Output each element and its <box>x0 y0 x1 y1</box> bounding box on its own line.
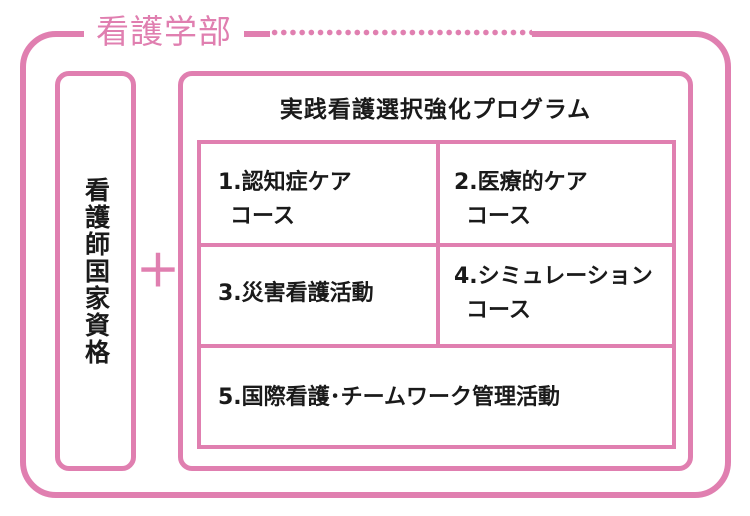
course-2-line2: コース <box>466 204 531 229</box>
course-cell-5: 5.国際看護･チームワーク管理活動 <box>218 381 560 415</box>
course-cell-4: 4.シミュレーション コース <box>454 260 653 328</box>
course-5-line1: 5.国際看護･チームワーク管理活動 <box>218 385 561 410</box>
faculty-title: 看護学部 <box>84 10 244 54</box>
course-cell-1: 1.認知症ケア コース <box>218 166 352 234</box>
course-3-line1: 3.災害看護活動 <box>218 281 374 306</box>
course-grid: 1.認知症ケア コース 2.医療的ケア コース 3.災害看護活動 4.シミュレー… <box>197 140 676 449</box>
course-cell-3: 3.災害看護活動 <box>218 277 374 311</box>
program-title: 実践看護選択強化プログラム <box>279 97 592 123</box>
program-box: 実践看護選択強化プログラム <box>178 71 693 471</box>
license-label: 看護師国家資格 <box>81 176 111 366</box>
grid-divider-column <box>436 144 440 344</box>
course-cell-2: 2.医療的ケア コース <box>454 166 588 234</box>
title-dotted-line <box>270 28 532 37</box>
course-4-line2: コース <box>466 298 531 323</box>
course-1-line2: コース <box>230 204 295 229</box>
course-1-line1: 1.認知症ケア <box>218 170 352 195</box>
grid-divider-row-2 <box>201 344 672 348</box>
course-4-line1: 4.シミュレーション <box>454 264 653 289</box>
course-2-line1: 2.医療的ケア <box>454 170 588 195</box>
license-box: 看護師国家資格 <box>55 71 136 471</box>
plus-icon: ＋ <box>136 246 180 297</box>
